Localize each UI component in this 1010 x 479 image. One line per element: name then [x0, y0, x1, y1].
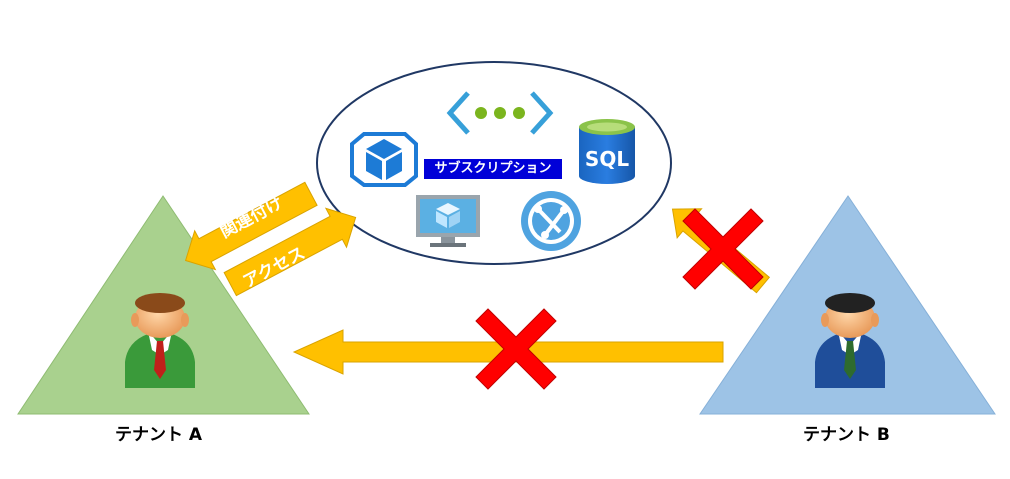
blocked-cross-icon: [475, 308, 557, 390]
virtual-machine-icon: [416, 195, 480, 247]
user-b-icon: [815, 293, 885, 388]
container-icon: [350, 132, 418, 187]
sql-text: SQL: [585, 147, 629, 171]
association-arrow: [184, 181, 318, 271]
sql-database-icon: SQL: [579, 119, 635, 184]
subscription-label: サブスクリプション: [424, 159, 562, 179]
tenant-b-label: テナント B: [803, 425, 890, 445]
access-arrow: [223, 207, 357, 297]
blocked-cross-icon: [682, 208, 764, 290]
network-icon: [446, 91, 554, 135]
user-a-icon: [125, 293, 195, 388]
tenant-a-label: テナント A: [115, 425, 203, 445]
service-fabric-icon: [521, 191, 581, 251]
